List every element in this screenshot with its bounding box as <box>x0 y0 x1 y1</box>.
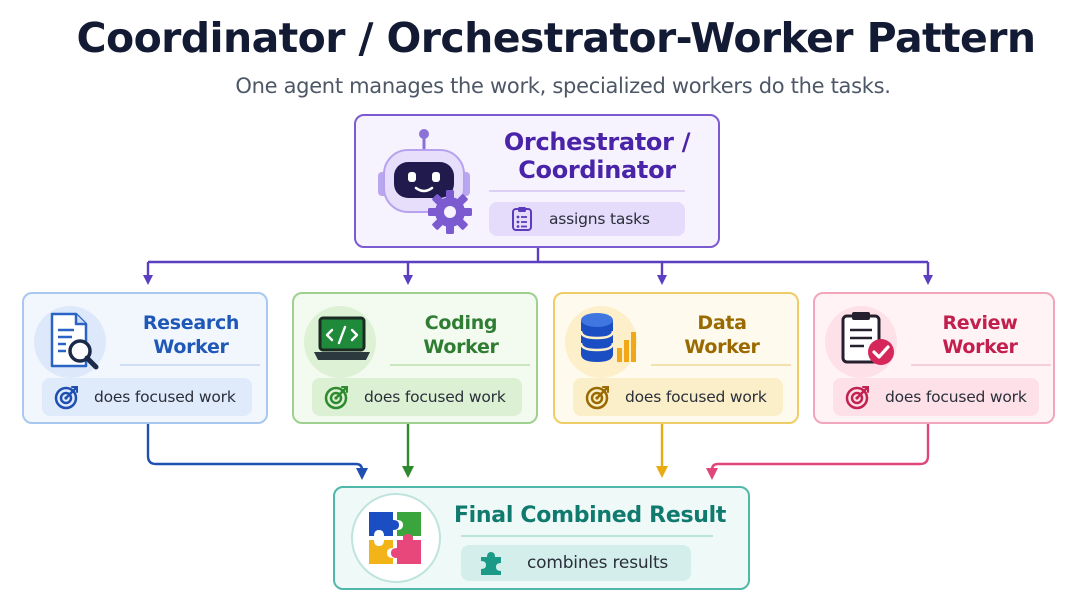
review-task-label: does focused work <box>885 388 1027 406</box>
orchestrator-divider <box>489 190 685 192</box>
orchestrator-box: Orchestrator / Coordinator assigns tasks <box>354 114 720 248</box>
orchestrator-title: Orchestrator / Coordinator <box>503 128 691 184</box>
target-icon <box>324 384 350 410</box>
review-worker-box: Review Worker does focused work <box>813 292 1055 424</box>
coding-worker-box: Coding Worker does focused work <box>292 292 538 424</box>
data-worker-box: Data Worker does focused work <box>553 292 799 424</box>
final-result-title: Final Combined Result <box>453 503 727 528</box>
review-task-pill: does focused work <box>833 378 1039 416</box>
review-divider <box>911 364 1051 366</box>
data-task-pill: does focused work <box>573 378 783 416</box>
research-to-result-line <box>146 424 368 480</box>
data-divider <box>651 364 791 366</box>
laptop-code-icon <box>312 312 372 368</box>
final-task-label: combines results <box>527 553 669 573</box>
database-chart-icon <box>575 308 639 368</box>
orchestrator-task-label: assigns tasks <box>549 210 650 228</box>
target-icon <box>845 384 871 410</box>
page-subtitle: One agent manages the work, specialized … <box>235 74 891 98</box>
final-divider <box>461 535 713 537</box>
target-icon <box>585 384 611 410</box>
coding-worker-title: Coding Worker <box>423 312 499 358</box>
review-to-result-line <box>706 424 930 480</box>
research-worker-title: Research Worker <box>142 312 240 358</box>
orchestrator-fanout-lines <box>143 248 933 285</box>
research-task-pill: does focused work <box>42 378 252 416</box>
target-icon <box>54 384 80 410</box>
clipboard-check-icon <box>837 308 901 370</box>
final-task-pill: combines results <box>461 545 691 581</box>
clipboard-list-icon <box>511 206 533 232</box>
final-result-box: Final Combined Result combines results <box>333 486 750 590</box>
data-task-label: does focused work <box>625 388 767 406</box>
research-divider <box>120 364 260 366</box>
research-worker-box: Research Worker does focused work <box>22 292 268 424</box>
document-search-icon <box>42 310 106 374</box>
research-task-label: does focused work <box>94 388 236 406</box>
data-worker-title: Data Worker <box>684 312 760 358</box>
puzzle-piece-icon <box>477 549 505 577</box>
result-icon-circle <box>351 493 441 583</box>
page-title: Coordinator / Orchestrator-Worker Patter… <box>76 14 1036 62</box>
coding-task-pill: does focused work <box>312 378 522 416</box>
puzzle-icon <box>365 508 427 570</box>
coding-task-label: does focused work <box>364 388 506 406</box>
review-worker-title: Review Worker <box>942 312 1018 358</box>
orchestrator-task-pill: assigns tasks <box>489 202 685 236</box>
robot-gear-icon <box>370 124 480 236</box>
coding-divider <box>390 364 530 366</box>
